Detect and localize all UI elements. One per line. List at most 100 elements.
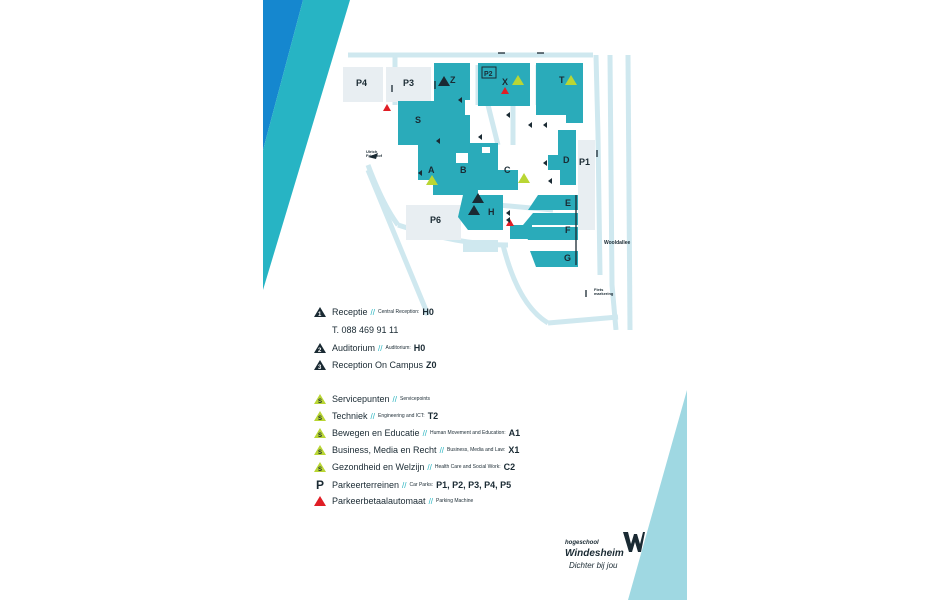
legend-separator: // — [378, 343, 383, 353]
parking-machine-icon — [313, 495, 327, 507]
legend-parkeer-sub: Car Parks: — [409, 482, 434, 488]
parking-letter-icon: P — [315, 478, 324, 492]
building-label-a: A — [428, 165, 435, 175]
building-label-d: D — [563, 155, 570, 165]
courtyards — [456, 147, 490, 163]
building-label-e: E — [565, 198, 572, 208]
bike-note-left: Ulrich Friedhof — [366, 149, 382, 158]
arrow-1 — [458, 97, 462, 103]
reception-icon-z — [438, 76, 450, 86]
legend-gezondheid-code: C2 — [503, 462, 516, 472]
parking-p6 — [406, 205, 461, 240]
legend-auditorium-label: Auditorium — [332, 343, 376, 353]
legend-business-sub: Business, Media and Law: — [447, 447, 506, 453]
parking-machine-icon-1 — [383, 104, 391, 111]
legend-row-parkeer: P Parkeerterreinen // Car Parks: P1, P2,… — [313, 478, 511, 492]
svg-text:S: S — [318, 467, 322, 473]
reception-campus-icon: 3 — [313, 359, 327, 371]
direction-arrows — [418, 97, 552, 223]
building-h-wing — [510, 225, 532, 239]
bike-note-right: Fiets markering — [594, 287, 614, 296]
parking-p3 — [386, 67, 431, 102]
building-h — [458, 195, 503, 230]
svg-text:1: 1 — [318, 312, 322, 318]
service-icon: S — [313, 444, 327, 456]
arrow-6 — [436, 138, 440, 144]
service-icon-t — [565, 75, 577, 85]
legend-row-servicepunten: S Servicepunten // Servicepoints — [313, 393, 430, 405]
legend-techniek-code: T2 — [427, 411, 439, 421]
building-g — [530, 251, 578, 267]
svg-text:2: 2 — [318, 348, 322, 354]
legend-row-receptie: 1 Receptie // Central Reception: H0 — [313, 306, 434, 318]
building-label-f: F — [565, 225, 571, 235]
arrow-8 — [506, 210, 510, 216]
legend-business-label: Business, Media en Recht — [332, 445, 437, 455]
roads — [348, 52, 633, 330]
parking-p4 — [343, 67, 383, 102]
svg-text:S: S — [318, 450, 322, 456]
parking-machine-icon-2 — [501, 87, 509, 94]
legend-separator: // — [422, 428, 428, 438]
reception-icon: 1 — [313, 306, 327, 318]
legend-separator: // — [402, 480, 407, 490]
svg-text:P2: P2 — [484, 71, 493, 78]
reception-icon-main — [472, 193, 484, 203]
legend-techniek-sub: Engineering and ICT: — [377, 413, 425, 419]
legend-row-business: S Business, Media en Recht // Business, … — [313, 444, 519, 456]
arrow-9 — [506, 217, 510, 223]
logo-small-text: hogeschool — [565, 540, 599, 546]
service-icon: S — [313, 410, 327, 422]
legend-separator: // — [392, 394, 397, 404]
parking-p1 — [578, 140, 595, 230]
building-d — [548, 130, 576, 185]
building-label-c: C — [504, 165, 511, 175]
road-stub — [463, 240, 498, 252]
map-drawing: P2 — [343, 52, 633, 330]
legend-row-gezondheid: S Gezondheid en Welzijn // Health Care a… — [313, 461, 515, 473]
legend-receptie-label: Receptie — [332, 307, 368, 317]
service-icon: S — [313, 461, 327, 473]
parking-label-p4: P4 — [356, 78, 368, 88]
reception-icons — [438, 76, 484, 215]
legend-reception-campus-label: Reception On Campus — [332, 360, 424, 370]
building-label-h: H — [488, 207, 495, 217]
building-label-b: B — [460, 165, 467, 175]
svg-text:3: 3 — [318, 365, 322, 371]
legend-row-techniek: S Techniek // Engineering and ICT: T2 — [313, 410, 438, 422]
legend-separator: // — [439, 445, 445, 455]
gate-markers — [391, 52, 598, 297]
service-icon-x — [512, 75, 524, 85]
building-label-g: G — [564, 253, 572, 263]
building-t — [536, 63, 583, 123]
building-s — [398, 101, 470, 145]
deco-band-light — [628, 390, 687, 600]
courtyard-2 — [482, 147, 490, 153]
legend-separator: // — [427, 462, 432, 472]
service-icon: S — [313, 427, 327, 439]
deco-band-teal — [263, 0, 350, 290]
arrow-10 — [543, 160, 547, 166]
legend-row-reception-campus: 3 Reception On Campus Z0 — [313, 359, 437, 371]
logo-name: Windesheim — [565, 548, 624, 559]
legend-gezondheid-label: Gezondheid en Welzijn — [332, 462, 425, 472]
svg-text:S: S — [318, 433, 322, 439]
building-label-s: S — [415, 115, 422, 125]
legend-auditorium-code: H0 — [413, 343, 426, 353]
courtyard-1 — [456, 153, 468, 163]
service-icons — [426, 75, 577, 185]
building-e — [528, 195, 578, 210]
parking-label-p3: P3 — [403, 78, 415, 88]
legend-receptie-code: H0 — [422, 307, 434, 317]
bike-marker-icon — [368, 153, 378, 159]
arrow-5 — [478, 134, 482, 140]
svg-text:S: S — [318, 399, 322, 405]
legend-bewegen-label: Bewegen en Educatie — [332, 428, 420, 438]
legend-row-phone: T. 088 469 91 11 — [313, 324, 398, 336]
service-icon-c — [518, 173, 530, 183]
legend-techniek-label: Techniek — [332, 411, 368, 421]
street-label: Wooldallee — [604, 240, 631, 246]
legend-reception-campus-code: Z0 — [426, 360, 437, 370]
building-f1 — [523, 213, 578, 225]
